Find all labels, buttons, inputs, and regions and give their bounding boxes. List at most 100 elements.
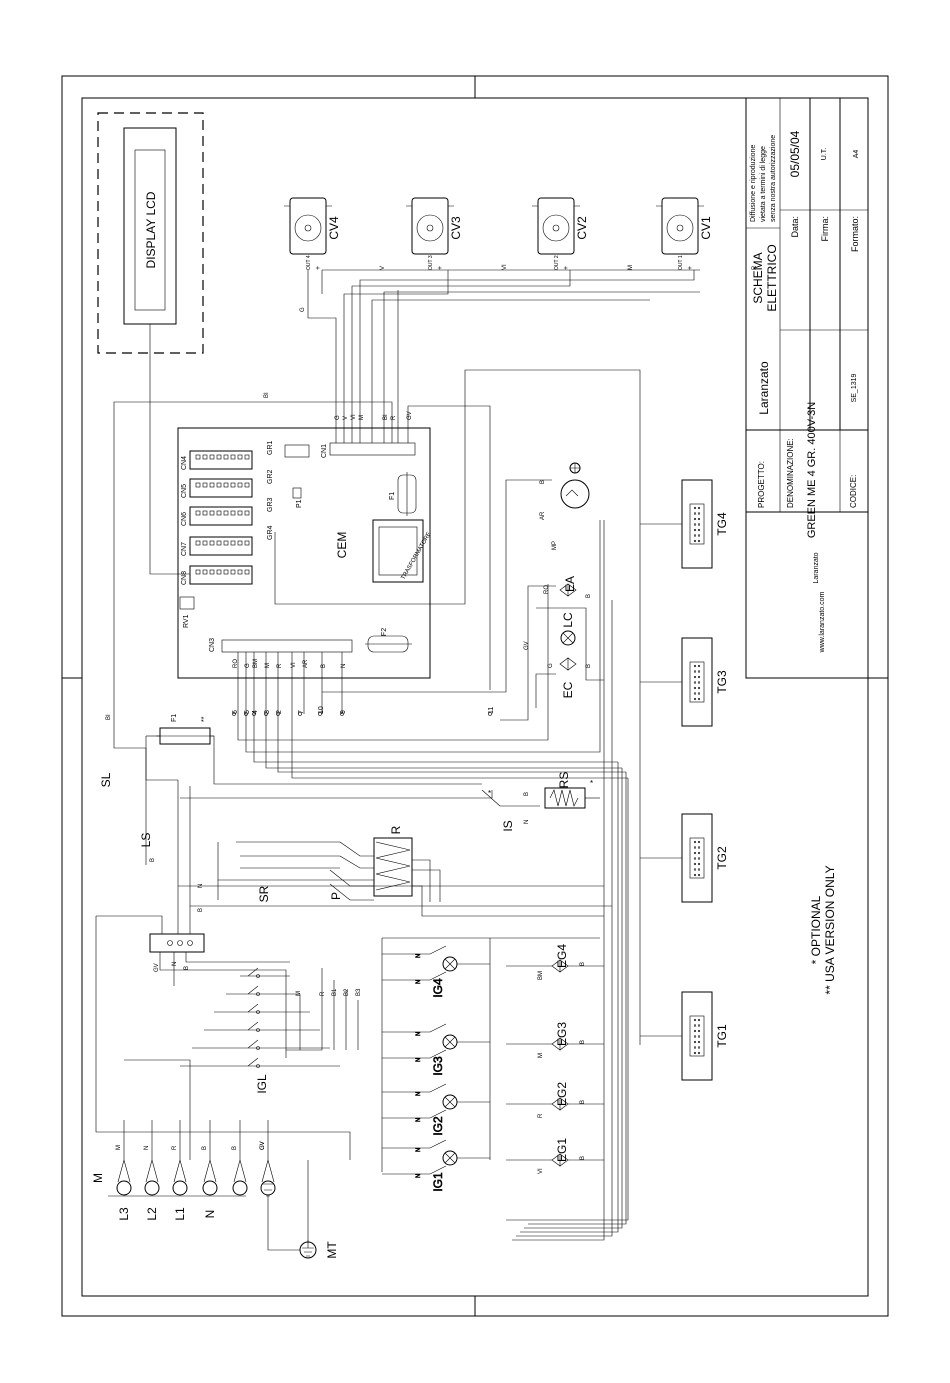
igl-contact-dot <box>256 1046 260 1050</box>
switch-n-label: N <box>416 1058 422 1062</box>
flowmeter-label: CV1 <box>699 216 713 240</box>
fuse-f1-label: F1 <box>389 492 396 500</box>
valve-label: EG2 <box>555 1082 569 1106</box>
igl-contact <box>247 1003 259 1013</box>
rv1-trimmer <box>179 596 195 610</box>
terminal-number: 3 <box>264 710 271 714</box>
connector-pin <box>244 569 250 575</box>
supply-terminal: M <box>116 1120 132 1196</box>
signature-value: U.T. <box>821 148 828 161</box>
code-value: SE_1319 <box>851 373 858 402</box>
cn3-pin-label: VI <box>291 662 297 668</box>
connector-pin <box>202 510 208 516</box>
cn3-pin-label: M <box>265 663 271 668</box>
sl-label: SL <box>99 772 113 787</box>
terminal-dot <box>298 712 302 716</box>
connector-pin <box>209 454 215 460</box>
rs-label: RS <box>557 772 571 789</box>
igl-contact-dot <box>256 974 260 978</box>
group-term-label: GR1 <box>267 441 274 456</box>
gv-label-2: GV <box>524 641 530 650</box>
rights-notice-1: Diffusione e riproduzione <box>750 145 757 222</box>
supply-wire-label: N <box>144 1146 150 1150</box>
group-term-label: GR2 <box>267 470 274 485</box>
connector-pin <box>223 540 229 546</box>
valve-wire-label: VI <box>538 1168 544 1174</box>
connector-pin <box>209 510 215 516</box>
group-term-label: GR4 <box>267 526 274 541</box>
switch-label: IG1 <box>431 1172 445 1192</box>
connector-pin <box>230 482 236 488</box>
code-label: CODICE: <box>849 475 858 508</box>
connector-pin <box>202 482 208 488</box>
flowmeter-wire-label: R <box>752 265 758 270</box>
cn3-pin-label: G <box>245 663 251 668</box>
lamp-lc: LC <box>560 612 576 646</box>
cn3-label: CN3 <box>209 638 216 652</box>
cem-label: CEM <box>335 532 349 559</box>
supply-line-label: L2 <box>145 1207 159 1221</box>
b-label-5: B <box>198 908 204 912</box>
flowmeter-plus: + <box>687 266 694 270</box>
denomination-label: DENOMINAZIONE: <box>786 438 795 508</box>
valve-ec-label: EC <box>561 681 575 698</box>
display-label: DISPLAY LCD <box>144 191 158 268</box>
b-label-1: B <box>184 966 190 970</box>
r-label: R <box>389 825 403 834</box>
terminal-number: 6 <box>232 710 239 714</box>
title-block: Diffusione e riproduzione vietata a term… <box>745 97 869 679</box>
terminal-number: 9 <box>340 710 347 714</box>
rights-notice-2: vietata a termini di legge <box>760 146 767 222</box>
connector-pin <box>230 540 236 546</box>
ar-label-1: AR <box>540 511 546 520</box>
connector-label: CN8 <box>181 571 188 585</box>
terminal-number: 4 <box>252 710 259 714</box>
connector-label: CN7 <box>181 542 188 556</box>
connector-pin <box>244 510 250 516</box>
company-name: Laranzato <box>757 361 771 415</box>
m-label-1: M <box>296 991 302 996</box>
display-lcd: DISPLAY LCD <box>97 112 204 354</box>
earth-terminal: MT <box>267 1160 339 1259</box>
connector-pin <box>216 454 222 460</box>
supply-wire-label: R <box>172 1145 178 1150</box>
labels: SL BI BI G F1 ** LS IS RS R P SR IGL GV … <box>99 307 592 1094</box>
valve-ec: EC <box>559 657 577 698</box>
flowmeter-label: CV2 <box>575 216 589 240</box>
group-term-label: GR3 <box>267 498 274 513</box>
supply-line-label: N <box>203 1210 217 1219</box>
connector-pin <box>223 454 229 460</box>
project-label: PROGETTO: <box>757 461 766 508</box>
format-value: A4 <box>853 150 860 159</box>
p-label: P <box>329 892 343 900</box>
switch-n-label: N <box>416 1092 422 1096</box>
connector-pin <box>216 540 222 546</box>
connector-cn4 <box>189 450 253 470</box>
group-head-label: TG4 <box>715 512 729 536</box>
connector-pin <box>216 482 222 488</box>
switch-n-label: N <box>416 1032 422 1036</box>
switch-n-label: N <box>416 980 422 984</box>
flowmeter-wire-label: V <box>380 266 386 270</box>
valve-wire-label: M <box>538 1053 544 1058</box>
flowmeter-out-label: OUT 2 <box>554 255 560 270</box>
connector-pin <box>209 540 215 546</box>
b-label-ls: B <box>150 858 156 862</box>
f1-label: F1 <box>171 714 178 722</box>
flowmeter-label: CV3 <box>449 216 463 240</box>
date-label: Data: <box>790 216 800 238</box>
igl-contact <box>247 967 259 977</box>
connector-pin <box>209 569 215 575</box>
igl-contact-dot <box>256 1028 260 1032</box>
note-optional: * OPTIONAL <box>809 895 823 964</box>
